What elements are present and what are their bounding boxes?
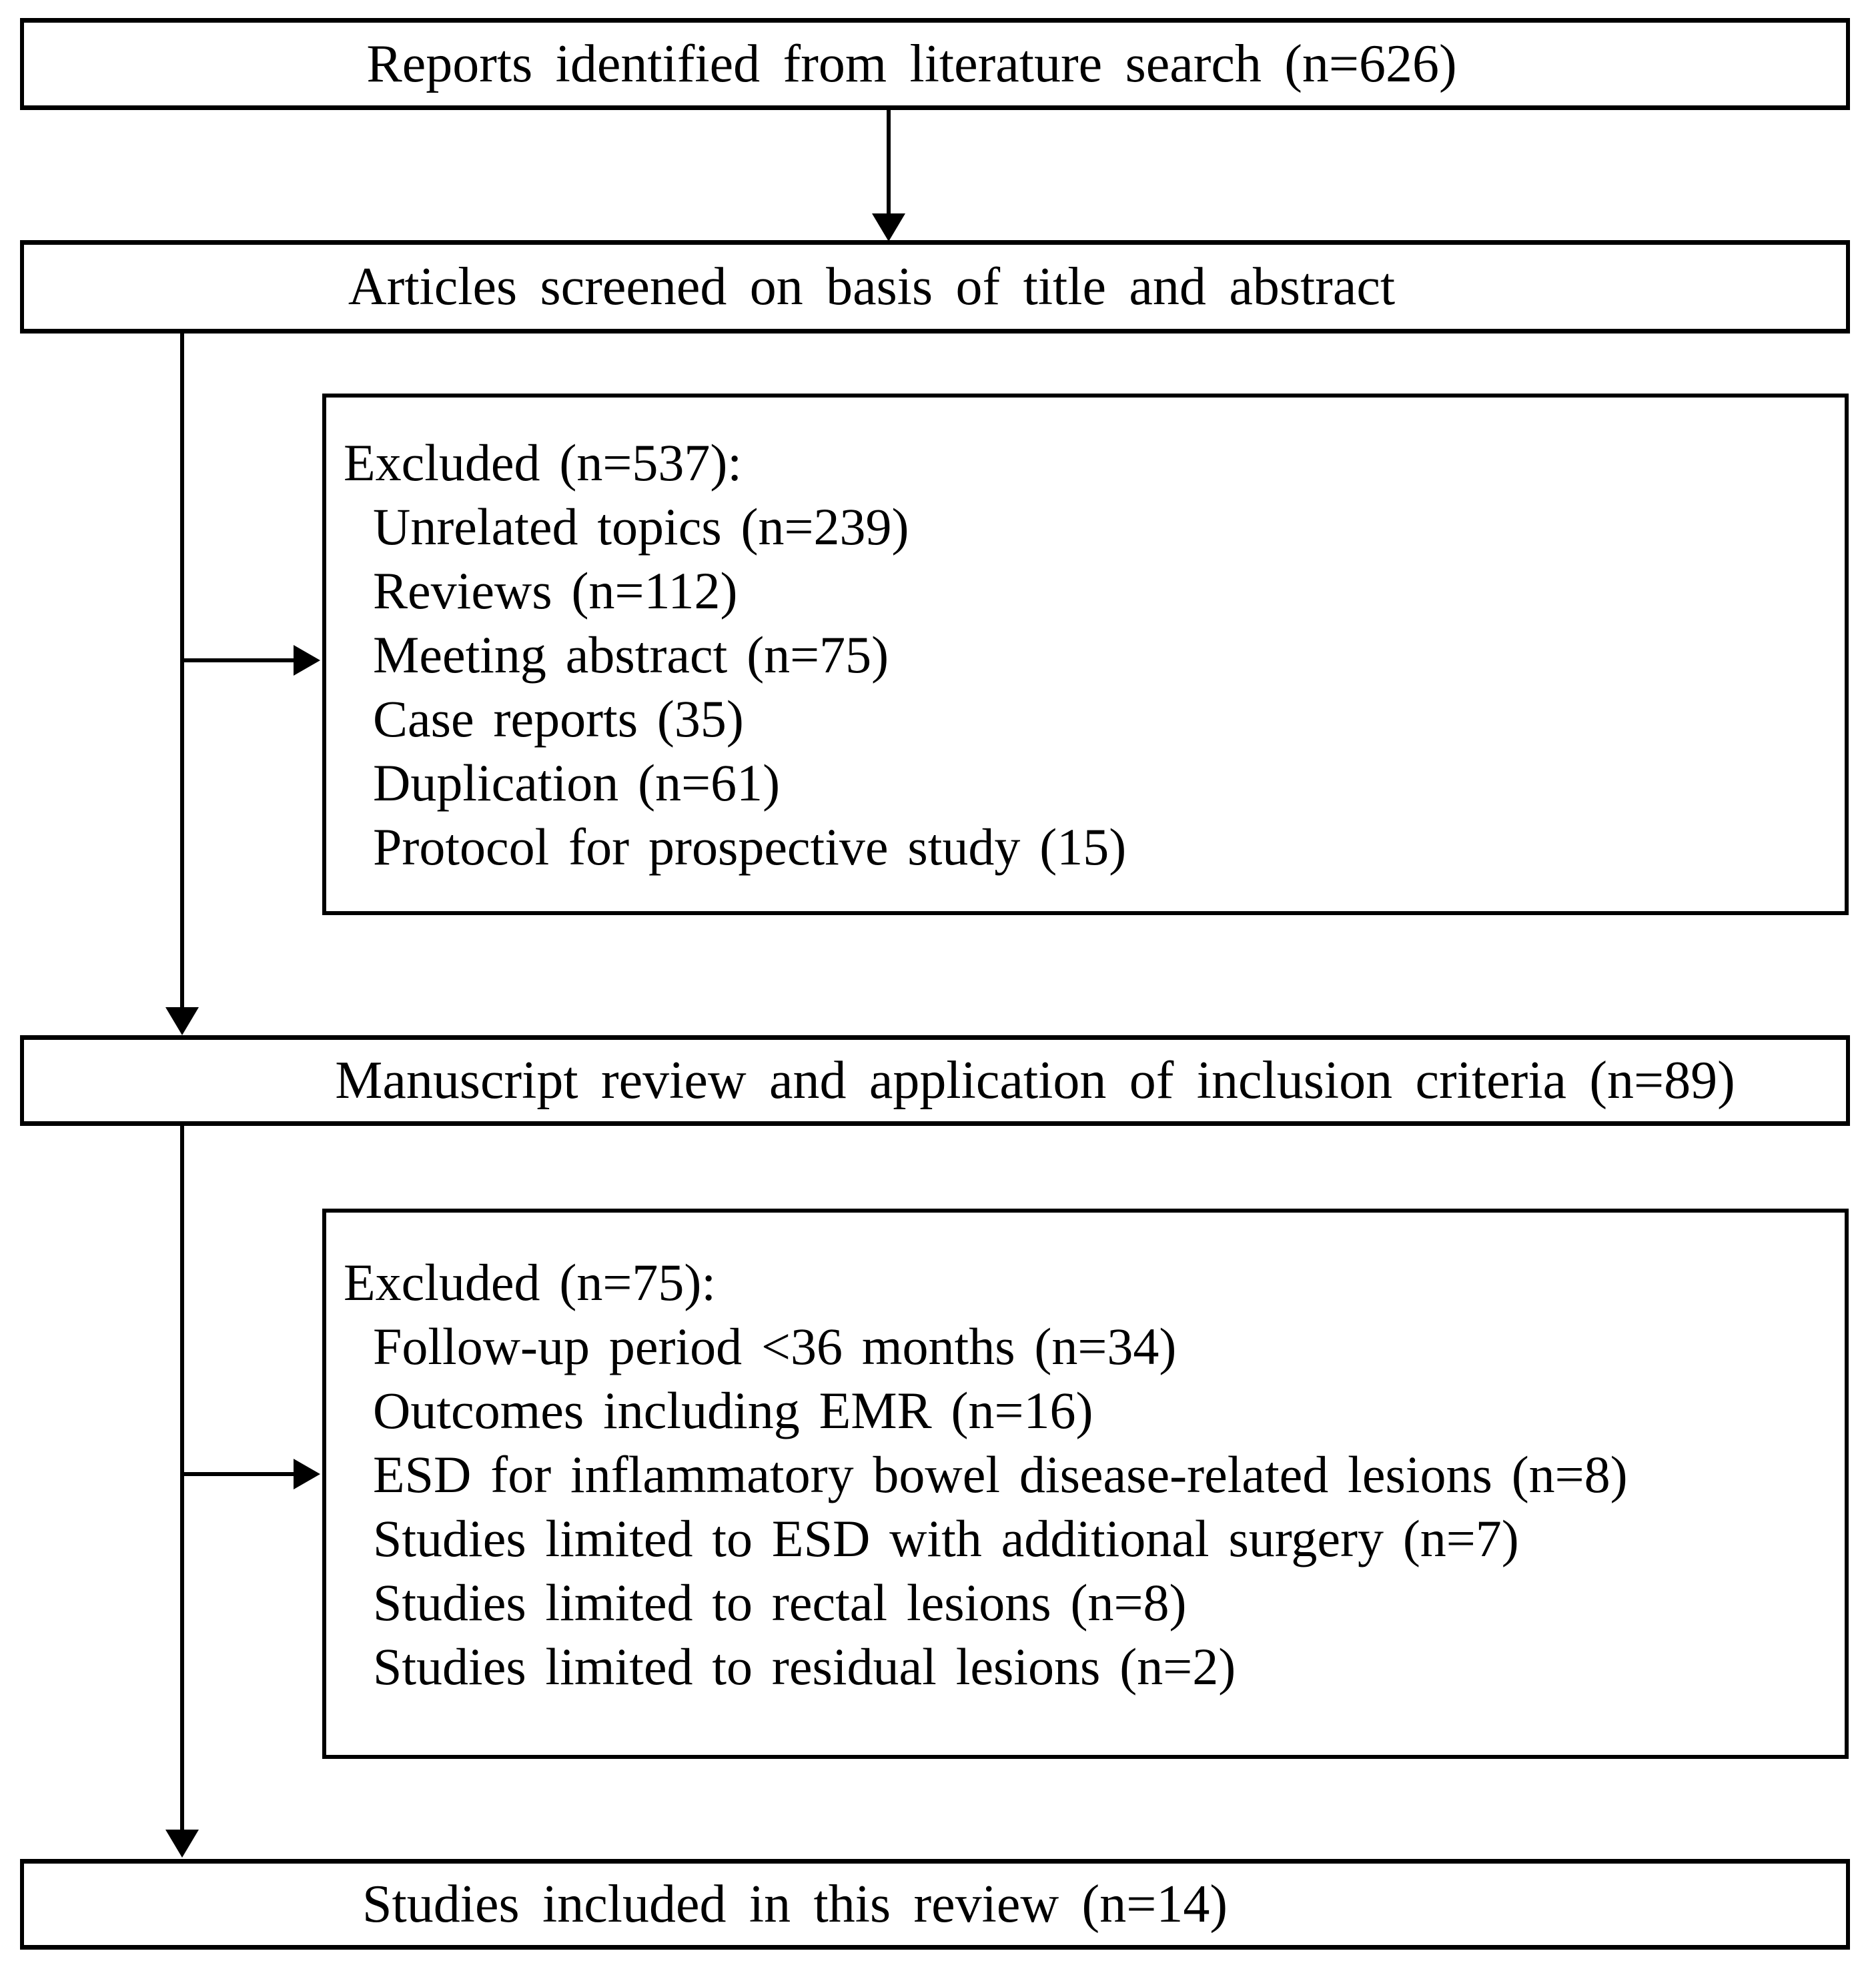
box-excluded-screening: Excluded (n=537): Unrelated topics (n=23… (322, 394, 1849, 915)
arrow-review-to-included-line (180, 1126, 184, 1831)
excluded-screening-item: Unrelated topics (n=239) (373, 498, 909, 556)
excluded-screening-title: Excluded (n=537): (344, 434, 743, 492)
arrow-identified-to-screened-line (887, 110, 891, 215)
excluded-review-item: Studies limited to rectal lesions (n=8) (373, 1573, 1187, 1631)
box-reports-identified: Reports identified from literature searc… (20, 18, 1850, 110)
arrow-branch-to-excluded-screening-head-icon (294, 645, 320, 676)
box-manuscript-review: Manuscript review and application of inc… (20, 1035, 1850, 1126)
arrow-review-to-included-head-icon (165, 1830, 199, 1858)
excluded-review-item: Follow-up period <36 months (n=34) (373, 1317, 1177, 1375)
box-manuscript-review-label: Manuscript review and application of inc… (335, 1051, 1735, 1110)
arrow-identified-to-screened-head-icon (872, 213, 905, 241)
excluded-screening-item: Duplication (n=61) (373, 754, 781, 812)
box-articles-screened-label: Articles screened on basis of title and … (348, 257, 1396, 316)
excluded-screening-item: Reviews (n=112) (373, 562, 738, 620)
arrow-branch-to-excluded-screening-line (184, 658, 295, 662)
box-studies-included-label: Studies included in this review (n=14) (362, 1874, 1228, 1934)
excluded-review-title: Excluded (n=75): (344, 1253, 717, 1311)
excluded-review-item: ESD for inflammatory bowel disease-relat… (373, 1445, 1628, 1503)
excluded-review-item: Studies limited to residual lesions (n=2… (373, 1637, 1236, 1696)
arrow-branch-to-excluded-review-head-icon (294, 1459, 320, 1489)
excluded-screening-item: Protocol for prospective study (15) (373, 818, 1127, 876)
box-excluded-review: Excluded (n=75): Follow-up period <36 mo… (322, 1209, 1849, 1759)
excluded-review-item: Outcomes including EMR (n=16) (373, 1381, 1093, 1439)
excluded-review-item: Studies limited to ESD with additional s… (373, 1509, 1519, 1567)
arrow-screened-to-review-head-icon (165, 1007, 199, 1035)
box-studies-included: Studies included in this review (n=14) (20, 1859, 1850, 1950)
excluded-screening-item: Meeting abstract (n=75) (373, 626, 889, 684)
arrow-screened-to-review-line (180, 334, 184, 1009)
box-articles-screened: Articles screened on basis of title and … (20, 240, 1850, 334)
box-reports-identified-label: Reports identified from literature searc… (366, 34, 1457, 93)
arrow-branch-to-excluded-review-line (184, 1472, 295, 1476)
excluded-screening-item: Case reports (35) (373, 690, 744, 748)
